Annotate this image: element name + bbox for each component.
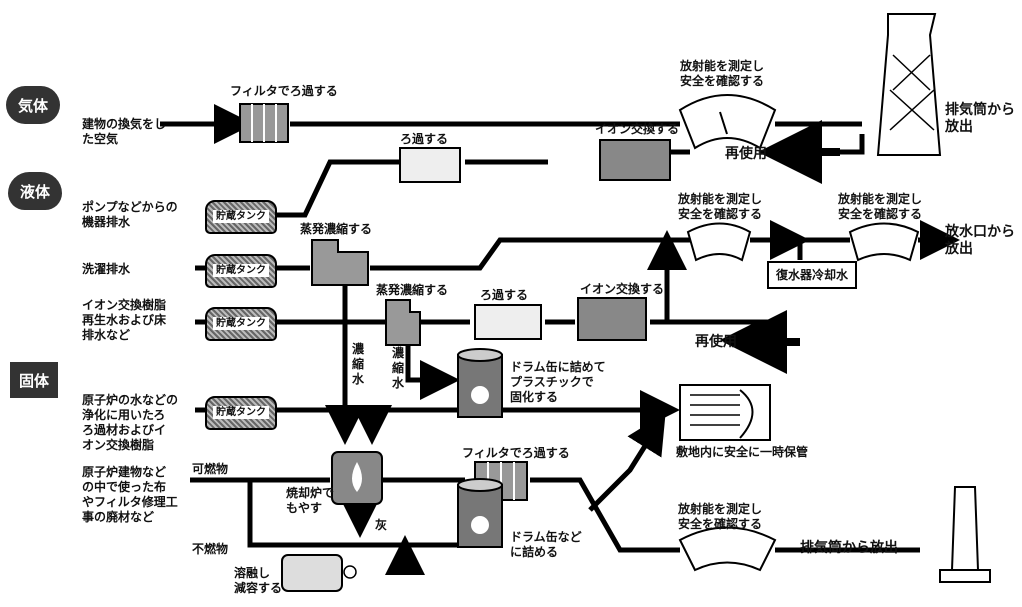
source-pump-drain: ポンプなどからの 機器排水 xyxy=(82,200,178,229)
filtration-label-1: ろ過する xyxy=(400,132,449,146)
reuse-top-output: 再使用 xyxy=(725,146,767,162)
liquid-category-badge: 液体 xyxy=(8,172,62,210)
concentrate-label-2: 濃 縮 水 xyxy=(392,346,405,390)
source-solid-waste: 原子炉建物など の中で使った布 やフィルタ修理工 事の廃材など xyxy=(82,465,178,524)
storage-tank-3: 貯蔵タンク xyxy=(205,307,277,341)
stack-bottom-output: 排気筒から放出 xyxy=(800,540,898,556)
storage-tank-2: 貯蔵タンク xyxy=(205,254,277,288)
ion-exchange-label-2: イオン交換する xyxy=(580,282,665,296)
melt-label: 溶融し 減容する xyxy=(234,566,283,595)
stack-top-output: 排気筒から 放出 xyxy=(945,102,1015,135)
filter-label-2: フィルタでろ過する xyxy=(462,446,570,460)
storage-tank-label: 貯蔵タンク xyxy=(213,210,269,223)
ion-exchange-label-1: イオン交換する xyxy=(595,122,680,136)
drum-pack-label: ドラム缶など に詰める xyxy=(510,530,582,559)
ash-label: 灰 xyxy=(375,518,388,532)
combustible-label: 可燃物 xyxy=(192,462,229,476)
incinerator-label: 焼却炉で もやす xyxy=(286,486,335,515)
evaporate-label-2: 蒸発濃縮する xyxy=(376,283,449,297)
monitor-label-mid: 放射能を測定し 安全を確認する xyxy=(678,192,763,221)
storage-tank-label: 貯蔵タンク xyxy=(213,317,269,330)
noncombustible-label: 不燃物 xyxy=(192,542,229,556)
source-resin-regen: イオン交換樹脂 再生水および床 排水など xyxy=(82,298,167,342)
storage-label: 敷地内に安全に一時保管 xyxy=(676,445,809,459)
condenser-label: 復水器冷却水 xyxy=(776,268,849,282)
storage-tank-label: 貯蔵タンク xyxy=(213,406,269,419)
evaporate-label-1: 蒸発濃縮する xyxy=(300,222,373,236)
storage-tank-4: 貯蔵タンク xyxy=(205,396,277,430)
liquid-category-label: 液体 xyxy=(19,182,50,201)
solid-category-badge: 固体 xyxy=(10,362,58,398)
concentrate-label-1: 濃 縮 水 xyxy=(352,342,365,386)
filter-label: フィルタでろ過する xyxy=(230,84,338,98)
storage-tank-label: 貯蔵タンク xyxy=(213,264,269,277)
filtration-label-2: ろ過する xyxy=(480,288,529,302)
solid-category-label: 固体 xyxy=(18,371,49,390)
drum-plastic-label: ドラム缶に詰めて プラスチックで 固化する xyxy=(510,360,606,404)
water-outlet-output: 放水口から 放出 xyxy=(945,224,1015,257)
storage-tank-1: 貯蔵タンク xyxy=(205,200,277,234)
monitor-label-right: 放射能を測定し 安全を確認する xyxy=(838,192,923,221)
source-wash-drain: 洗濯排水 xyxy=(82,262,131,276)
gas-category-badge: 気体 xyxy=(6,86,60,124)
reuse-mid-output: 再使用 xyxy=(695,334,737,350)
source-spent-resin: 原子炉の水などの 浄化に用いたろ ろ過材およびイ オン交換樹脂 xyxy=(82,393,179,452)
source-building-air: 建物の換気をし た空気 xyxy=(82,117,167,146)
monitor-label-top: 放射能を測定し 安全を確認する xyxy=(680,59,765,88)
monitor-label-bottom: 放射能を測定し 安全を確認する xyxy=(678,502,763,531)
gas-category-label: 気体 xyxy=(17,96,48,115)
